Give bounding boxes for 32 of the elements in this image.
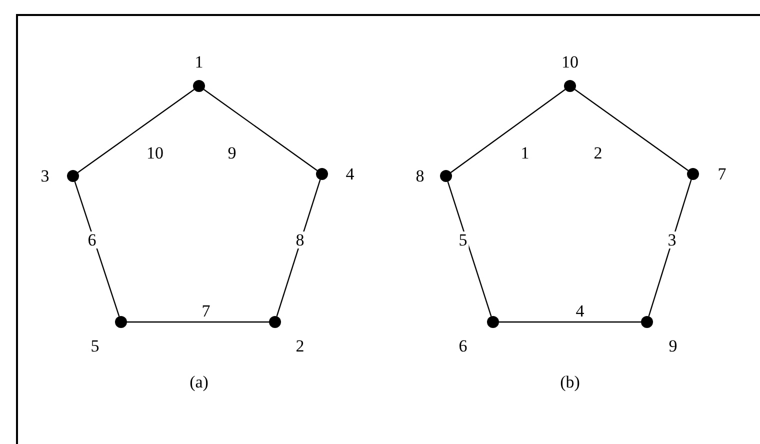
edge-label: 6 (86, 232, 98, 248)
subfigure-label: (a) (190, 374, 208, 390)
edge-line (204, 89, 318, 171)
edge-line (78, 89, 194, 173)
edge-line (648, 180, 692, 316)
edge-line (127, 321, 269, 323)
edge-line (574, 89, 688, 171)
vertex-number: 6 (458, 338, 468, 354)
edge-line (450, 89, 566, 173)
edge-label: 8 (294, 232, 306, 248)
vertex-number: 9 (668, 338, 678, 354)
edge-label: 9 (226, 144, 238, 162)
vertex-number: 7 (718, 166, 726, 182)
edge-label: 1 (520, 144, 530, 162)
edge-line (276, 180, 321, 316)
vertex-number: 2 (296, 338, 304, 354)
edge-label: 3 (666, 232, 678, 248)
vertex-number: 4 (346, 166, 354, 182)
edge-line (499, 321, 641, 323)
edge-label: 5 (458, 232, 468, 248)
edge-label: 2 (592, 144, 604, 162)
edge-label: 10 (146, 144, 164, 162)
vertex-number: 1 (194, 54, 204, 70)
vertex-number: 3 (40, 168, 50, 184)
edge-line (74, 182, 120, 316)
edge-line (447, 182, 492, 316)
edge-label: 4 (574, 302, 586, 320)
vertex-number: 8 (416, 168, 424, 184)
subfigure-label: (b) (560, 374, 580, 390)
vertex-number: 10 (562, 54, 578, 70)
vertex-number: 5 (90, 338, 100, 354)
edge-label: 7 (200, 302, 212, 320)
